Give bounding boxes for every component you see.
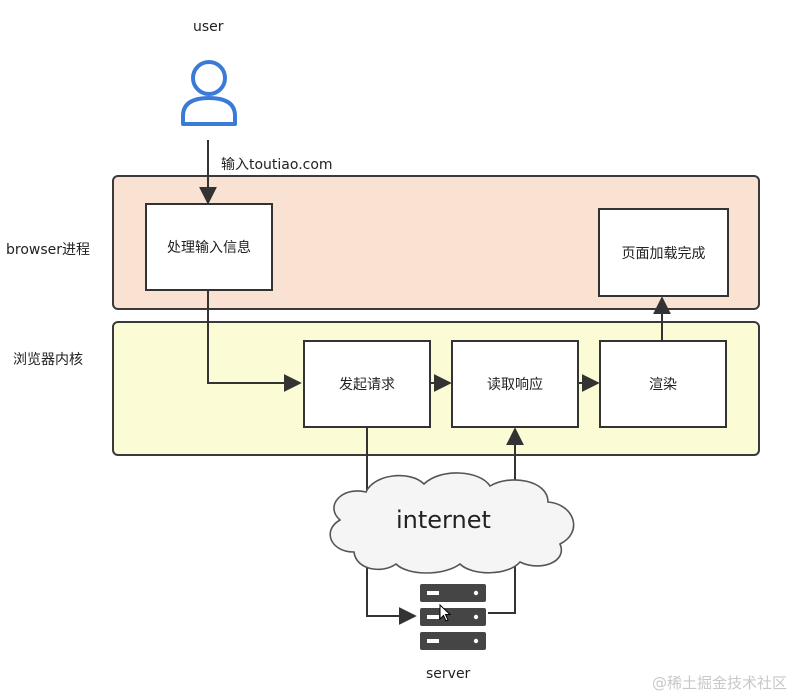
read-response-node: 读取响应 [451, 340, 579, 428]
user-label: user [193, 19, 224, 35]
user-icon [181, 60, 237, 126]
input-edge-label: 输入toutiao.com [221, 157, 333, 173]
cloud-icon [329, 472, 575, 574]
mouse-cursor-icon [439, 604, 451, 622]
browser-kernel-label: 浏览器内核 [13, 352, 83, 368]
browser-process-label: browser进程 [6, 242, 91, 258]
render-node: 渲染 [599, 340, 727, 428]
process-input-node: 处理输入信息 [145, 203, 273, 291]
server-label: server [426, 666, 471, 682]
internet-label: internet [396, 506, 491, 534]
watermark: @稀土掘金技术社区 [652, 674, 788, 692]
server-icon [420, 584, 486, 650]
send-request-node: 发起请求 [303, 340, 431, 428]
page-loaded-node: 页面加载完成 [598, 208, 729, 297]
